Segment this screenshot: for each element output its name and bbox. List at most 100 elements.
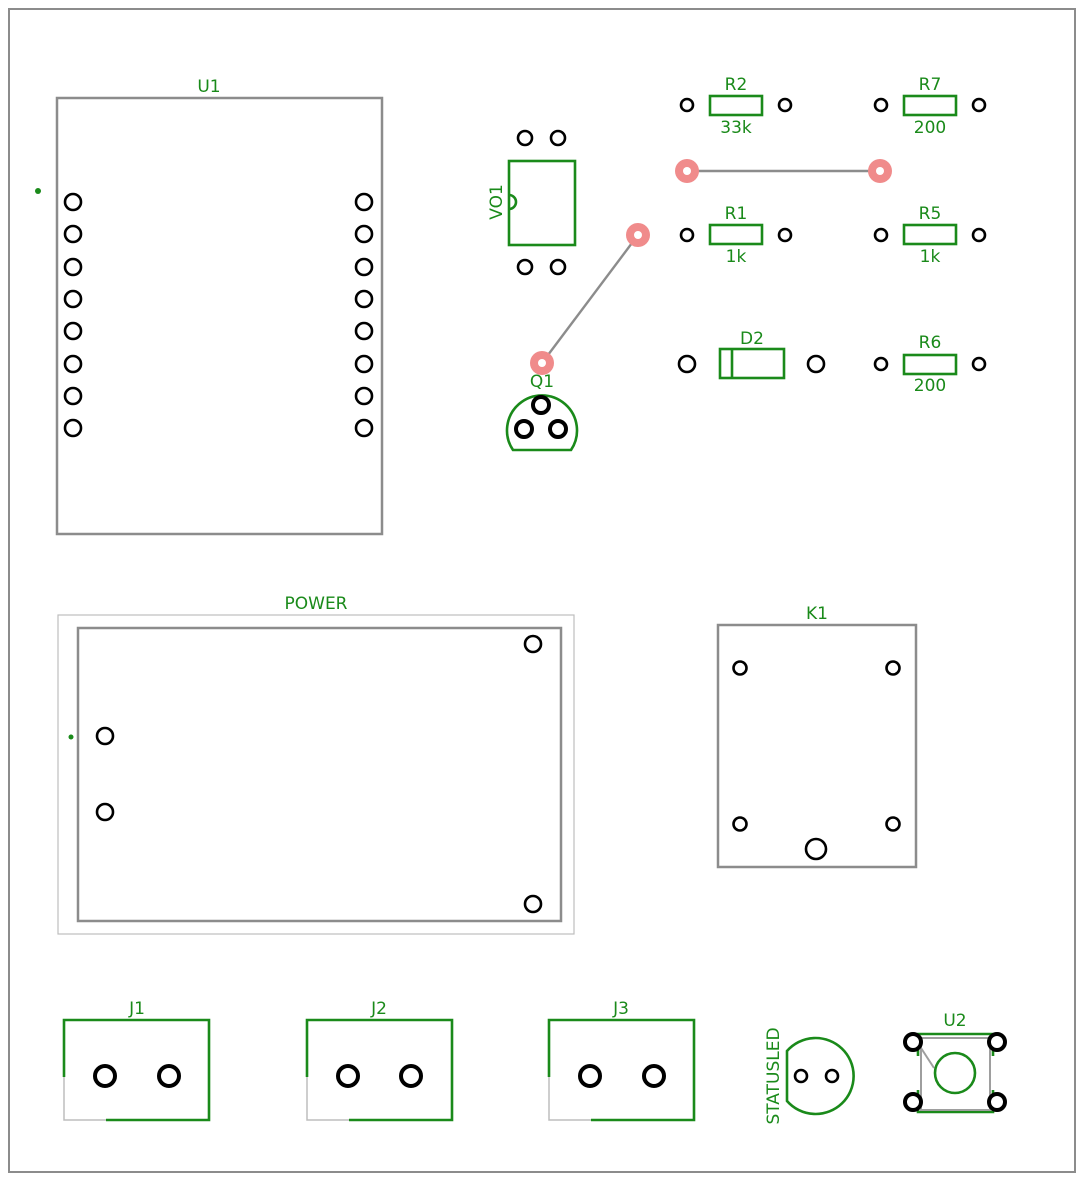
pad: [63, 386, 83, 406]
pad: [354, 418, 374, 438]
r7-label: R7: [919, 75, 942, 95]
k1-label: K1: [806, 604, 828, 624]
r6-body: [902, 353, 958, 376]
j1-label: J1: [128, 999, 145, 1019]
r1-body: [708, 223, 764, 246]
pad: [903, 1032, 923, 1052]
pad: [354, 257, 374, 277]
component-vo1[interactable]: VO1: [487, 129, 577, 276]
pad: [549, 129, 567, 147]
u2-grey-diagonal: [920, 1047, 935, 1069]
board-outline: [8, 8, 1076, 1173]
u1-pads-right: [354, 192, 374, 438]
pad: [399, 1064, 423, 1088]
j1-outline-grey: [63, 1077, 106, 1121]
trace-q1-to-r1: [541, 234, 639, 364]
pad: [93, 1064, 117, 1088]
pad: [354, 321, 374, 341]
j3-label: J3: [612, 999, 629, 1019]
component-r7[interactable]: R7 200: [873, 75, 987, 138]
pad: [548, 419, 568, 439]
u1-label: U1: [197, 77, 220, 97]
pad: [63, 224, 83, 244]
pad: [885, 816, 901, 832]
via: [530, 351, 554, 375]
r5-label: R5: [919, 204, 942, 224]
k1-outline: [716, 623, 918, 869]
pad: [63, 257, 83, 277]
component-q1[interactable]: Q1: [505, 372, 579, 452]
pad: [679, 227, 695, 243]
d2-body: [718, 347, 786, 380]
component-j1[interactable]: J1: [62, 999, 211, 1122]
component-k1[interactable]: K1: [716, 604, 918, 869]
pad: [549, 258, 567, 276]
pad: [732, 660, 748, 676]
component-power[interactable]: POWER: [57, 594, 575, 935]
pad: [516, 129, 534, 147]
pad: [971, 97, 987, 113]
pad: [873, 356, 889, 372]
component-u1[interactable]: U1: [35, 77, 384, 536]
j3-outline-grey: [548, 1077, 591, 1121]
power-inner-outline: [76, 626, 563, 923]
u1-pads-left: [63, 192, 83, 438]
vo1-label: VO1: [487, 184, 507, 220]
u1-outline: [55, 96, 384, 536]
pad: [873, 97, 889, 113]
r7-body: [902, 94, 958, 117]
component-statusled[interactable]: STATUSLED: [764, 1027, 855, 1125]
component-r2[interactable]: R2 33k: [679, 75, 793, 138]
pad: [531, 395, 551, 415]
via: [626, 223, 650, 247]
component-j3[interactable]: J3: [547, 999, 696, 1122]
via: [675, 159, 699, 183]
pad: [578, 1064, 602, 1088]
pad: [63, 192, 83, 212]
power-label: POWER: [285, 594, 348, 614]
component-d2[interactable]: D2: [677, 329, 826, 380]
pad: [824, 1068, 840, 1084]
pad: [679, 97, 695, 113]
pad: [95, 726, 115, 746]
pad: [354, 386, 374, 406]
pad: [63, 354, 83, 374]
component-j2[interactable]: J2: [305, 999, 454, 1122]
r2-value: 33k: [720, 118, 752, 138]
component-r6[interactable]: R6 200: [873, 333, 987, 396]
pad: [642, 1064, 666, 1088]
pad: [971, 227, 987, 243]
pad: [336, 1064, 360, 1088]
power-outer-outline: [57, 614, 575, 935]
pad: [354, 192, 374, 212]
pad: [516, 258, 534, 276]
j2-outline-grey: [306, 1077, 349, 1121]
j1-outline-green: [62, 1018, 211, 1122]
pad: [157, 1064, 181, 1088]
r5-value: 1k: [920, 247, 941, 267]
pad: [354, 354, 374, 374]
q1-label: Q1: [530, 372, 554, 392]
power-pin1-marker: [68, 734, 74, 740]
pad: [95, 802, 115, 822]
pad: [354, 224, 374, 244]
r7-value: 200: [914, 118, 946, 138]
component-r1[interactable]: R1 1k: [679, 204, 793, 267]
u2-grey-outline: [920, 1037, 991, 1111]
pad: [804, 837, 828, 861]
pad: [971, 356, 987, 372]
pad: [63, 321, 83, 341]
via: [868, 159, 892, 183]
pad: [63, 289, 83, 309]
pad: [523, 894, 543, 914]
pad: [903, 1092, 923, 1112]
r1-value: 1k: [726, 247, 747, 267]
r5-body: [902, 223, 958, 246]
j2-label: J2: [370, 999, 387, 1019]
u2-button-circle: [933, 1051, 977, 1095]
component-u2[interactable]: U2: [903, 1011, 1007, 1114]
q1-outline: [505, 394, 579, 452]
component-r5[interactable]: R5 1k: [873, 204, 987, 267]
pad: [777, 227, 793, 243]
